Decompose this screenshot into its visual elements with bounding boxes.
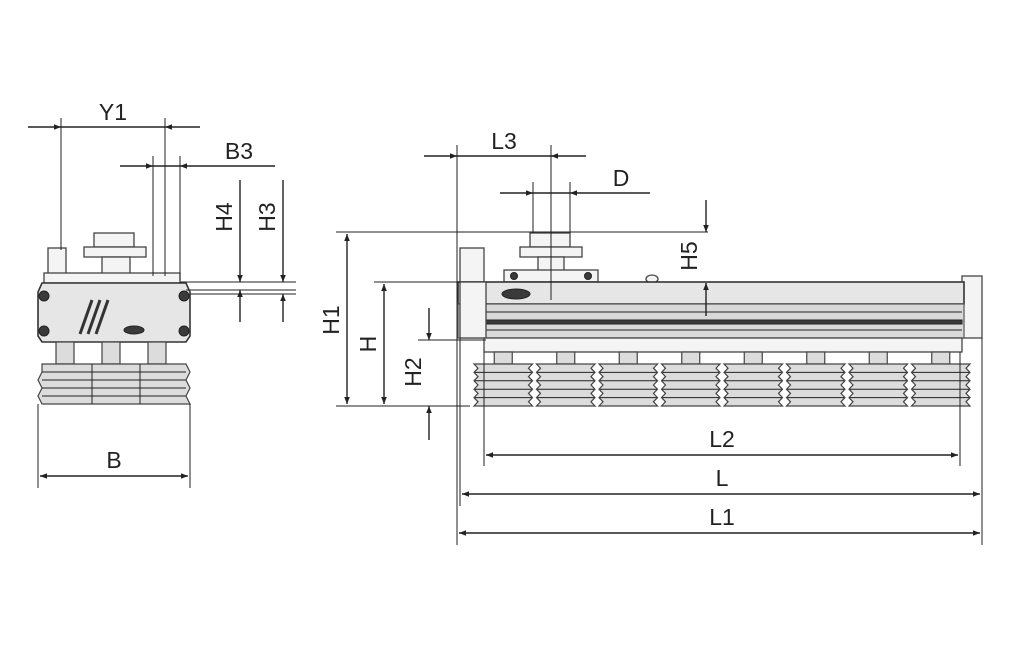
- port-icon: [501, 288, 531, 300]
- label-l: L: [716, 465, 729, 491]
- suction-cup: [722, 351, 784, 407]
- main-beam-top: [457, 281, 965, 305]
- bolt-icon: [38, 290, 50, 302]
- bolt-icon: [584, 272, 592, 280]
- suction-cups-side: [37, 341, 191, 405]
- top-fitting-flange: [83, 246, 147, 258]
- label-l1: L1: [709, 504, 735, 530]
- suction-cup: [660, 351, 722, 407]
- suction-cup: [847, 351, 909, 407]
- label-h2: H2: [400, 357, 426, 386]
- suction-cup: [785, 351, 847, 407]
- bolt-icon: [38, 325, 50, 337]
- label-h1: H1: [318, 305, 344, 334]
- bolt-icon: [178, 290, 190, 302]
- suction-cup: [472, 351, 534, 407]
- side-view: Y1 B3 H4 H3 B: [28, 99, 296, 488]
- label-h: H: [355, 336, 381, 353]
- suction-cup: [910, 351, 972, 407]
- bolt-icon: [178, 325, 190, 337]
- cup-rail: [483, 337, 963, 353]
- logo-slashes-icon: [78, 299, 110, 335]
- label-h5: H5: [676, 241, 702, 270]
- beam-groove: [485, 319, 963, 325]
- right-end-cap: [961, 275, 983, 339]
- front-view: L3 D H5 H1 H H2 L2 L: [318, 128, 983, 545]
- left-end-plate: [459, 281, 487, 339]
- label-y1: Y1: [99, 99, 127, 125]
- port-icon: [123, 325, 145, 335]
- label-b: B: [106, 447, 121, 473]
- label-h3: H3: [254, 202, 280, 231]
- label-l2: L2: [709, 426, 735, 452]
- top-fitting-cap: [93, 232, 135, 248]
- label-d: D: [613, 165, 630, 191]
- left-end-post: [459, 247, 485, 283]
- left-post: [47, 247, 67, 275]
- suction-cup: [535, 351, 597, 407]
- label-h4: H4: [211, 202, 237, 232]
- label-b3: B3: [225, 138, 253, 164]
- suction-cups-front: [472, 351, 972, 407]
- label-l3: L3: [491, 128, 517, 154]
- suction-cup: [597, 351, 659, 407]
- base-plate: [43, 272, 181, 284]
- top-fitting-cap: [529, 232, 571, 248]
- main-body-side: [37, 282, 191, 343]
- bolt-icon: [510, 272, 518, 280]
